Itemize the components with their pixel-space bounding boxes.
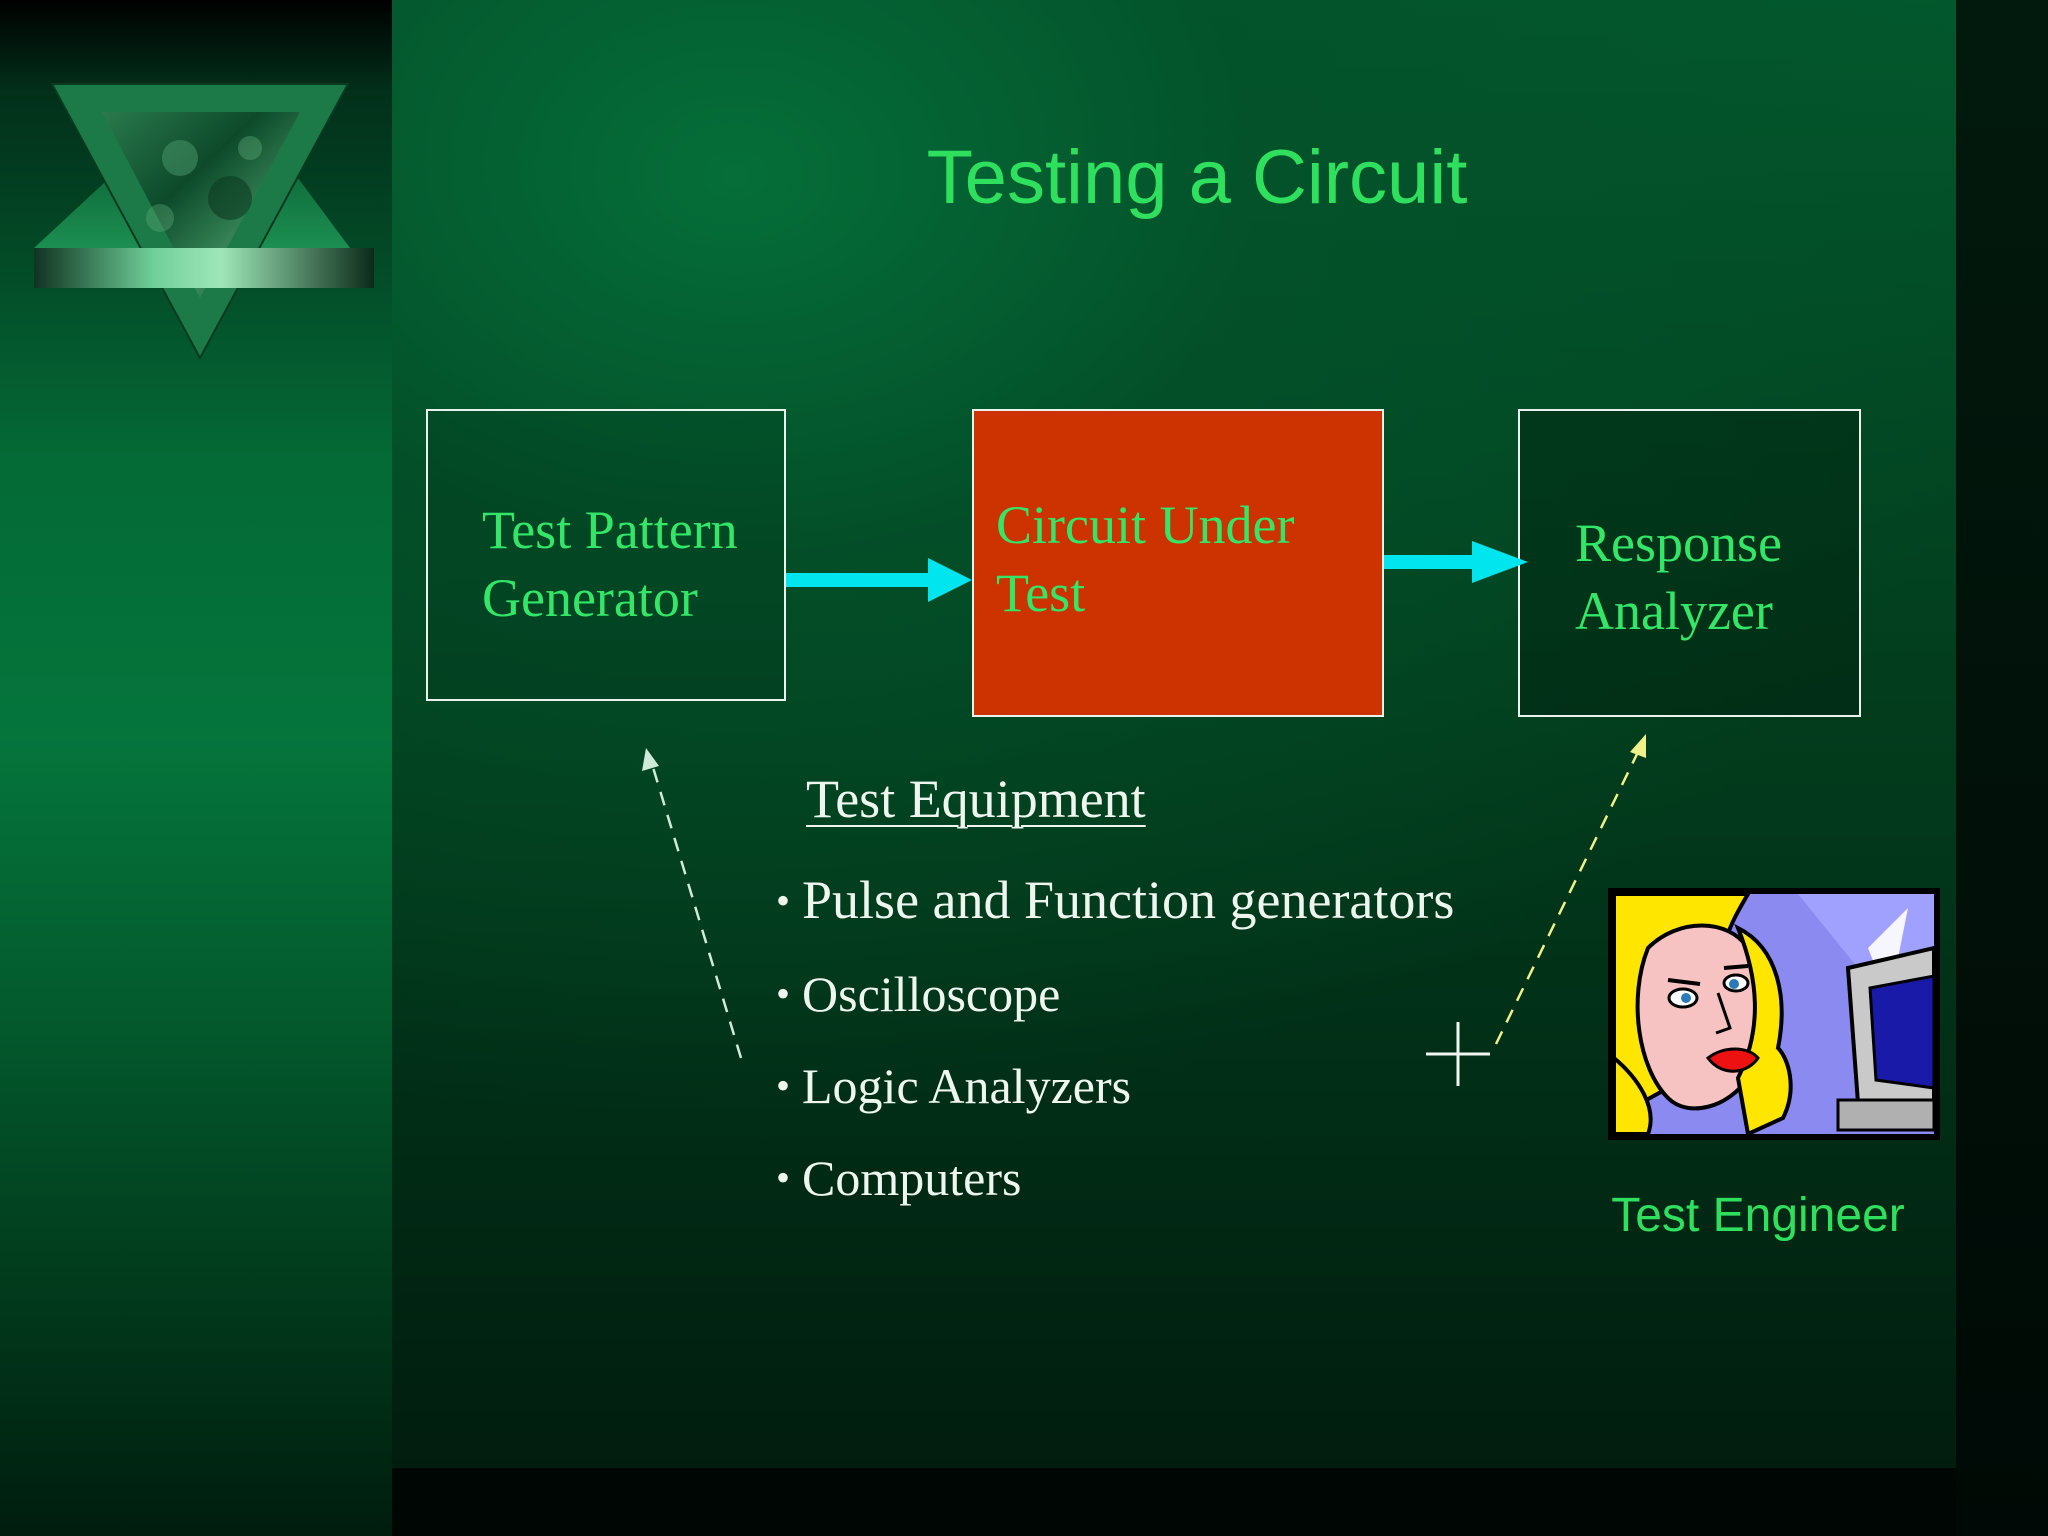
- block-label-line: Generator: [482, 568, 698, 628]
- test-engineer-label: Test Engineer: [1611, 1189, 1905, 1242]
- block-label-line: Response: [1575, 513, 1782, 573]
- plus-icon: [1426, 1022, 1490, 1086]
- equipment-list-item: •Logic Analyzers: [776, 1058, 1132, 1114]
- equipment-list-item: •Oscilloscope: [776, 966, 1061, 1022]
- bottom-edge-strip: [392, 1468, 1956, 1536]
- woman-at-computer-clipart-icon: [1608, 888, 1940, 1140]
- inverted-triangle-marble-logo-icon: [34, 83, 374, 361]
- test-equipment-heading: Test Equipment: [806, 769, 1146, 829]
- response-analyzer-block: Response Analyzer: [1518, 409, 1861, 717]
- slide-title: Testing a Circuit: [926, 135, 1468, 220]
- equipment-list-item: •Computers: [776, 1150, 1022, 1206]
- logo-bar: [34, 248, 374, 288]
- block-label-line: Test Pattern: [482, 500, 738, 560]
- block-label-line: Circuit Under: [996, 495, 1295, 555]
- bullet: •: [776, 1063, 791, 1108]
- circuit-under-test-block: Circuit Under Test: [972, 409, 1384, 717]
- right-edge-strip: [1956, 0, 2048, 1536]
- equipment-list-item: •Pulse and Function generators: [776, 870, 1455, 930]
- bullet: •: [776, 878, 791, 923]
- test-pattern-generator-block: Test Pattern Generator: [426, 409, 786, 701]
- main-content-panel: [392, 0, 1956, 1468]
- bullet: •: [776, 1155, 791, 1200]
- bullet: •: [776, 971, 791, 1016]
- logo-triangle-inner: [102, 112, 300, 298]
- block-label-line: Test: [996, 563, 1086, 623]
- block-label-line: Analyzer: [1575, 581, 1773, 641]
